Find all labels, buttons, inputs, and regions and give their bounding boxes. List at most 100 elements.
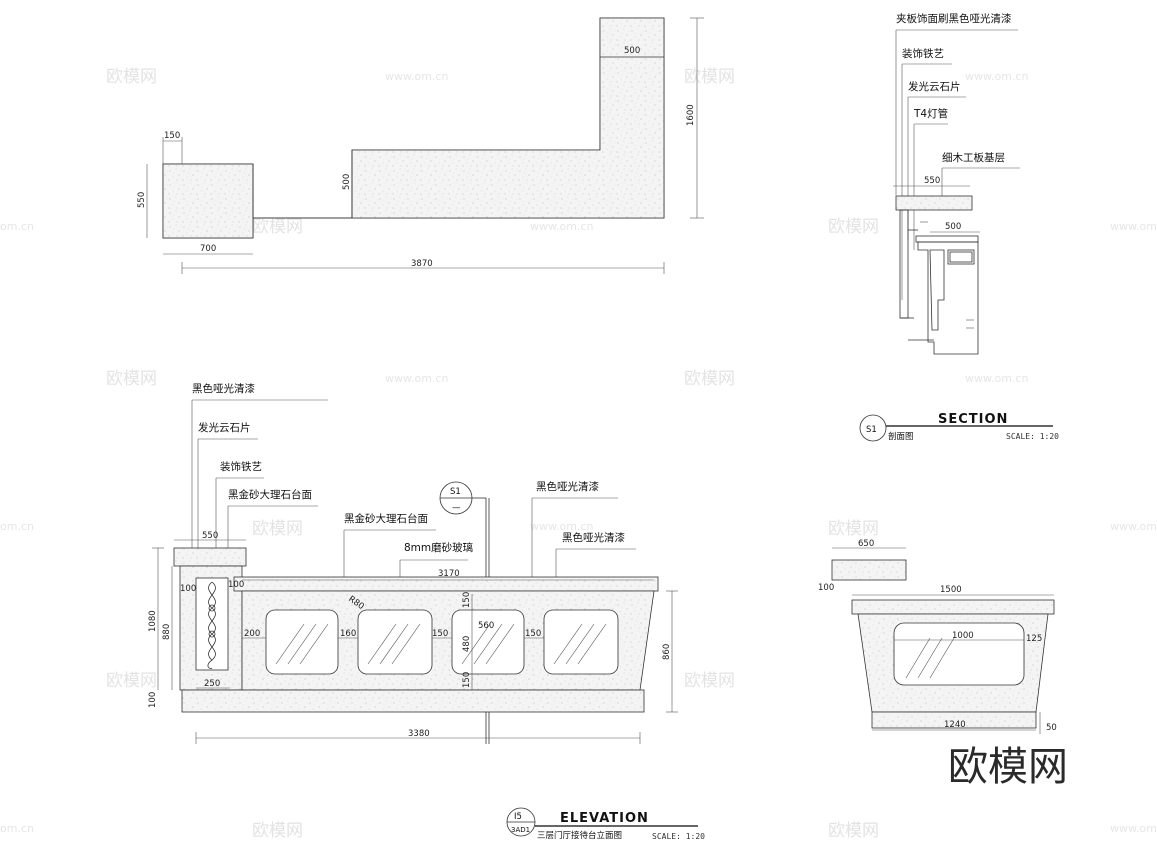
section-label-4: T4灯管 xyxy=(913,107,948,120)
section-title-heading: SECTION xyxy=(938,412,1008,427)
elev-title-marker-top: I5 xyxy=(514,812,522,822)
side-dim-1240: 1240 xyxy=(944,720,966,730)
elev-dim-3170: 3170 xyxy=(438,569,460,579)
side-dim-1000: 1000 xyxy=(952,631,974,641)
elev-dim-150b: 150 xyxy=(525,629,541,639)
side-dim-1500: 1500 xyxy=(940,585,962,595)
elev-dim-1080: 1080 xyxy=(148,610,158,632)
elev-iron-panel xyxy=(195,577,229,671)
section-view: 夹板饰面刷黑色哑光清漆 装饰铁艺 发光云石片 T4灯管 细木工板基层 550 4… xyxy=(859,12,1059,442)
side-dim-100: 100 xyxy=(818,583,834,593)
elev-dim-100a: 100 xyxy=(228,580,244,590)
watermark-url: www.om.cn xyxy=(385,70,448,83)
plan-dim-3870: 3870 xyxy=(411,259,433,269)
plan-counter-end xyxy=(162,163,254,239)
elev-title-marker-bottom: 3AD1 xyxy=(511,826,530,834)
watermark-brand: 欧模网 xyxy=(106,671,157,691)
elevation-view: 黑色哑光清漆 发光云石片 装饰铁艺 黑金砂大理石台面 黑金砂大理石台面 8mm磨… xyxy=(148,382,705,841)
elev-label-6: 8mm磨砂玻璃 xyxy=(404,541,473,554)
section-dim-500: 500 xyxy=(945,222,961,232)
plan-view: 150 550 700 3870 500 500 1600 xyxy=(137,17,704,274)
watermark-url: www.om.cn xyxy=(965,372,1028,385)
elev-title-subtitle: 三层门厅接待台立面图 xyxy=(537,830,622,841)
elev-title-heading: ELEVATION xyxy=(560,811,649,826)
elev-section-marker-top: S1 xyxy=(450,487,461,497)
watermark-url: om.cn xyxy=(0,220,34,233)
elev-glass-panel xyxy=(543,609,619,675)
section-top-slab xyxy=(895,195,973,211)
watermark-layer: 欧模网 www.om.cn 欧模网 www.om.cn om.cn 欧模网 ww… xyxy=(0,67,1157,841)
elev-dim-880: 880 xyxy=(162,624,172,640)
watermark-url: www.om.cn xyxy=(965,70,1028,83)
watermark-url: www.om.cn xyxy=(1110,520,1157,533)
elev-section-marker-bottom: — xyxy=(452,503,461,513)
elev-counter-top xyxy=(233,576,659,592)
side-dim-50: 50 xyxy=(1046,723,1057,733)
watermark-brand: 欧模网 xyxy=(106,369,157,389)
elev-dim-100b: 100 xyxy=(180,584,196,594)
elev-label-1: 黑色哑光清漆 xyxy=(192,382,255,395)
elev-counter-base xyxy=(181,689,645,713)
side-dim-650: 650 xyxy=(858,539,874,549)
side-glass-panel xyxy=(893,622,1025,686)
watermark-brand: 欧模网 xyxy=(684,67,735,87)
elev-dim-860: 860 xyxy=(662,644,672,660)
watermark-url: www.om.cn xyxy=(1110,822,1157,835)
elev-label-5: 黑金砂大理石台面 xyxy=(344,512,428,525)
watermark-brand: 欧模网 xyxy=(828,217,879,237)
side-counter-top xyxy=(851,599,1055,615)
section-label-5: 细木工板基层 xyxy=(942,151,1005,164)
elev-dim-160: 160 xyxy=(340,629,356,639)
elev-label-7: 黑色哑光清漆 xyxy=(536,480,599,493)
side-elevation-view: 650 100 1500 1000 125 1240 50 xyxy=(818,539,1057,734)
plan-dim-550: 550 xyxy=(137,192,147,208)
plan-dim-500-mid: 500 xyxy=(342,174,352,190)
watermark-brand: 欧模网 xyxy=(684,369,735,389)
watermark-url: om.cn xyxy=(0,822,34,835)
section-title-subtitle: 剖面图 xyxy=(888,431,914,442)
plan-counter-main xyxy=(252,17,665,219)
watermark-url: www.om.cn xyxy=(530,220,593,233)
elev-label-4: 黑金砂大理石台面 xyxy=(228,488,312,501)
section-dim-550: 550 xyxy=(924,176,940,186)
plan-dim-1600: 1600 xyxy=(686,104,696,126)
watermark-url: om.cn xyxy=(0,520,34,533)
elev-title-scale: SCALE: 1:20 xyxy=(652,832,705,841)
side-base xyxy=(871,711,1037,729)
elev-glass-panel xyxy=(357,609,433,675)
side-dim-125: 125 xyxy=(1026,634,1042,644)
watermark-brand: 欧模网 xyxy=(252,519,303,539)
watermark-url: www.om.cn xyxy=(1110,220,1157,233)
elev-dim-560: 560 xyxy=(478,621,494,631)
elev-dim-250: 250 xyxy=(204,679,220,689)
watermark-url: www.om.cn xyxy=(385,372,448,385)
watermark-brand: 欧模网 xyxy=(828,519,879,539)
elev-label-8: 黑色哑光清漆 xyxy=(562,531,625,544)
brand-logo: 欧模网 xyxy=(948,744,1068,790)
watermark-brand: 欧模网 xyxy=(252,217,303,237)
plan-dim-150: 150 xyxy=(164,131,180,141)
section-label-1: 夹板饰面刷黑色哑光清漆 xyxy=(896,12,1012,25)
section-title-scale: SCALE: 1:20 xyxy=(1006,432,1059,441)
elev-glass-panels xyxy=(265,609,619,675)
plan-dim-700: 700 xyxy=(200,244,216,254)
elev-dim-150c: 150 xyxy=(462,592,472,608)
watermark-brand: 欧模网 xyxy=(684,671,735,691)
plan-dim-500-top: 500 xyxy=(624,46,640,56)
elev-dim-150d: 150 xyxy=(462,672,472,688)
elev-dim-3380: 3380 xyxy=(408,729,430,739)
elev-label-2: 发光云石片 xyxy=(198,421,251,434)
section-title-marker: S1 xyxy=(866,425,877,435)
elev-dim-150a: 150 xyxy=(432,629,448,639)
elev-dim-480: 480 xyxy=(462,636,472,652)
elev-glass-panel xyxy=(451,609,525,675)
section-label-3: 发光云石片 xyxy=(908,80,961,93)
elev-dim-200: 200 xyxy=(244,629,260,639)
watermark-brand: 欧模网 xyxy=(828,821,879,841)
elev-glass-panel xyxy=(265,609,339,675)
watermark-brand: 欧模网 xyxy=(252,821,303,841)
side-top-cap xyxy=(831,559,907,581)
elev-pillar-cap xyxy=(173,547,247,567)
elev-dim-550: 550 xyxy=(202,531,218,541)
